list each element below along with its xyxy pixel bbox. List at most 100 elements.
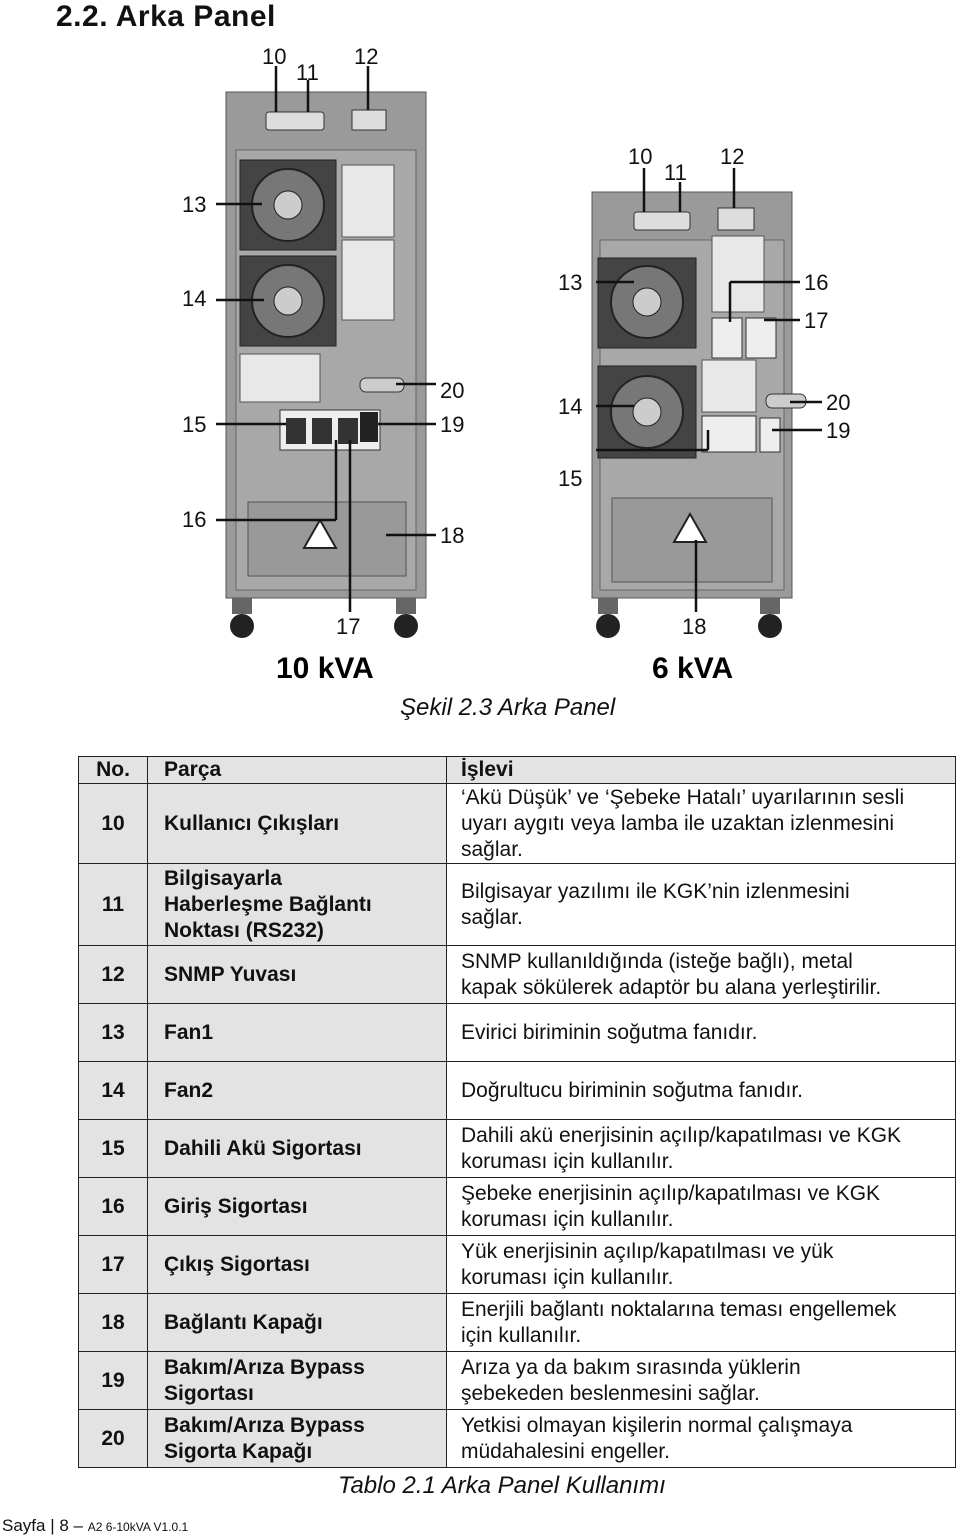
part-line: Bilgisayarla: [164, 866, 282, 890]
row-function: Yük enerjisinin açılıp/kapatılması ve yü…: [446, 1235, 956, 1294]
part-line: Sigortası: [164, 1381, 254, 1405]
part-line: Dahili Akü Sigortası: [164, 1136, 362, 1160]
unit-10kva: [225, 91, 427, 638]
label-19: 19: [440, 412, 464, 437]
row-part: Çıkış Sigortası: [147, 1235, 447, 1294]
rear-panel-figure: 10 11 12 13 14 15 16 17 18 19 20 10 kVA: [182, 44, 850, 685]
table-header-row: No. Parça İşlevi: [78, 756, 956, 784]
function-line: Bilgisayar yazılımı ile KGK’nin izlenmes…: [461, 879, 850, 903]
row-number: 15: [78, 1119, 148, 1178]
row-function: Evirici biriminin soğutma fanıdır.: [446, 1003, 956, 1062]
row-number: 17: [78, 1235, 148, 1294]
label-20: 20: [440, 378, 464, 403]
function-line: Yetkisi olmayan kişilerin normal çalışma…: [461, 1413, 853, 1437]
row-function: Yetkisi olmayan kişilerin normal çalışma…: [446, 1409, 956, 1468]
label-13: 13: [182, 192, 206, 217]
part-line: Fan2: [164, 1078, 214, 1102]
function-line: koruması için kullanılır.: [461, 1149, 674, 1173]
row-function: SNMP kullanıldığında (isteğe bağlı), met…: [446, 945, 956, 1004]
label-20: 20: [826, 390, 850, 415]
part-line: SNMP Yuvası: [164, 962, 297, 986]
unit-6kva: [591, 191, 807, 638]
function-line: için kullanılır.: [461, 1323, 582, 1347]
table-caption: Tablo 2.1 Arka Panel Kullanımı: [338, 1472, 666, 1499]
row-part: Kullanıcı Çıkışları: [147, 783, 447, 864]
row-function: Şebeke enerjisinin açılıp/kapatılması ve…: [446, 1177, 956, 1236]
label-10: 10: [262, 44, 286, 69]
row-function: Bilgisayar yazılımı ile KGK’nin izlenmes…: [446, 863, 956, 946]
row-part: Bağlantı Kapağı: [147, 1293, 447, 1352]
label-16: 16: [182, 507, 206, 532]
label-17: 17: [804, 308, 828, 333]
row-part: Fan1: [147, 1003, 447, 1062]
label-17: 17: [336, 614, 360, 639]
row-number: 13: [78, 1003, 148, 1062]
function-line: sağlar.: [461, 905, 523, 929]
function-line: Enerjili bağlantı noktalarına teması eng…: [461, 1297, 897, 1321]
function-line: müdahalesini engeller.: [461, 1439, 670, 1463]
function-line: Evirici biriminin soğutma fanıdır.: [461, 1020, 758, 1044]
model-label-6kva: 6 kVA: [652, 652, 733, 685]
label-16: 16: [804, 270, 828, 295]
function-line: uyarı aygıtı veya lamba ile uzaktan izle…: [461, 811, 895, 835]
model-label-10kva: 10 kVA: [276, 652, 374, 685]
section-heading: 2.2. Arka Panel: [56, 0, 276, 33]
label-18: 18: [682, 614, 706, 639]
row-number: 10: [78, 783, 148, 864]
header-no: No.: [78, 756, 148, 784]
function-line: kapak sökülerek adaptör bu alana yerleşt…: [461, 975, 882, 999]
row-number: 18: [78, 1293, 148, 1352]
row-number: 14: [78, 1061, 148, 1120]
left-leader-lines: [216, 66, 436, 612]
figure-caption: Şekil 2.3 Arka Panel: [400, 694, 616, 721]
row-number: 19: [78, 1351, 148, 1410]
function-line: Dahili akü enerjisinin açılıp/kapatılmas…: [461, 1123, 902, 1147]
function-line: sağlar.: [461, 837, 523, 861]
function-line: SNMP kullanıldığında (isteğe bağlı), met…: [461, 949, 853, 973]
table-row: 14 Fan2 Doğrultucu biriminin soğutma fanıd…: [78, 1061, 956, 1120]
function-line: Doğrultucu biriminin soğutma fanıdır.: [461, 1078, 803, 1102]
label-11: 11: [296, 60, 319, 85]
function-line: koruması için kullanılır.: [461, 1207, 674, 1231]
parts-table: No. Parça İşlevi 10 Kullanıcı Çıkışları ‘A…: [78, 756, 956, 1468]
row-part: Giriş Sigortası: [147, 1177, 447, 1236]
row-function: ‘Akü Düşük’ ve ‘Şebeke Hatalı’ uyarıları…: [446, 783, 956, 864]
part-line: Bakım/Arıza Bypass: [164, 1413, 365, 1437]
function-line: koruması için kullanılır.: [461, 1265, 674, 1289]
label-14: 14: [182, 286, 206, 311]
label-11: 11: [664, 160, 687, 185]
header-function: İşlevi: [446, 756, 956, 784]
header-part: Parça: [147, 756, 447, 784]
function-line: şebekeden beslenmesini sağlar.: [461, 1381, 760, 1405]
part-line: Sigorta Kapağı: [164, 1439, 313, 1463]
left-callout-numbers: 10 11 12 13 14 15 16 17 18 19 20: [182, 44, 464, 639]
row-function: Dahili akü enerjisinin açılıp/kapatılmas…: [446, 1119, 956, 1178]
row-number: 20: [78, 1409, 148, 1468]
part-line: Bağlantı Kapağı: [164, 1310, 323, 1334]
row-number: 11: [78, 863, 148, 946]
footer-version: A2 6-10kVA V1.0.1: [87, 1520, 189, 1534]
row-function: Doğrultucu biriminin soğutma fanıdır.: [446, 1061, 956, 1120]
label-13: 13: [558, 270, 582, 295]
label-14: 14: [558, 394, 582, 419]
right-leader-lines: [596, 168, 822, 612]
function-line: Arıza ya da bakım sırasında yüklerin: [461, 1355, 801, 1379]
footer-page: Sayfa | 8 –: [2, 1516, 83, 1535]
row-part: Fan2: [147, 1061, 447, 1120]
label-12: 12: [720, 144, 744, 169]
part-line: Giriş Sigortası: [164, 1194, 308, 1218]
function-line: Şebeke enerjisinin açılıp/kapatılması ve…: [461, 1181, 881, 1205]
label-15: 15: [182, 412, 206, 437]
part-line: Kullanıcı Çıkışları: [164, 811, 340, 835]
page-footer: Sayfa | 8 – A2 6-10kVA V1.0.1: [2, 1516, 188, 1536]
